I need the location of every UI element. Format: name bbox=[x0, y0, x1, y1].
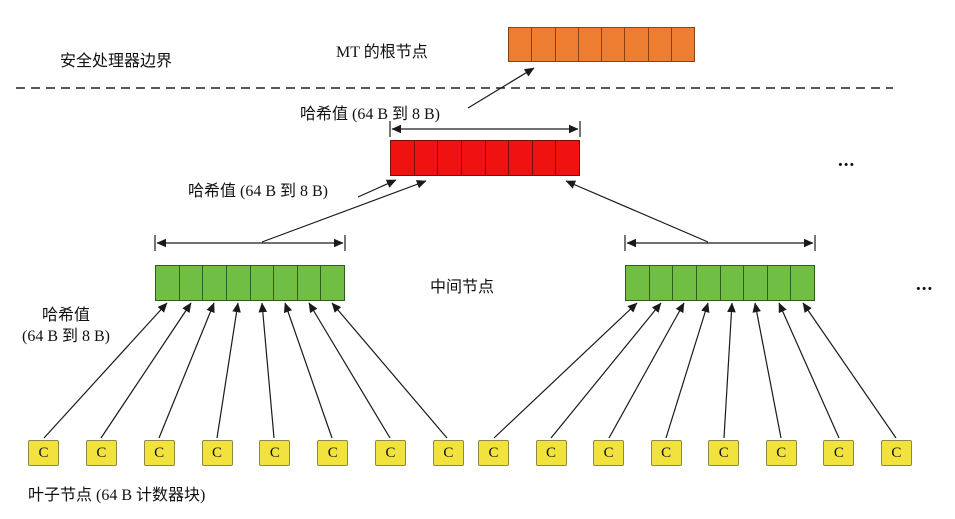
bar-cell bbox=[791, 266, 814, 300]
counter-block: C bbox=[593, 440, 625, 466]
mt-root-node-label: MT 的根节点 bbox=[336, 44, 428, 61]
hash-value-left-line1: 哈希值 bbox=[41, 307, 90, 324]
intermediate-node-bar-right bbox=[625, 265, 815, 301]
bar-cell bbox=[298, 266, 322, 300]
green-left-width-arrow bbox=[154, 235, 346, 251]
bar-cell bbox=[579, 28, 602, 61]
bar-cell bbox=[697, 266, 721, 300]
counter-block: C bbox=[650, 440, 682, 466]
bar-cell bbox=[672, 28, 694, 61]
bar-cell bbox=[650, 266, 674, 300]
bar-cell bbox=[626, 266, 650, 300]
bar-cell bbox=[744, 266, 768, 300]
fan-arrows-left bbox=[43, 302, 448, 439]
bar-cell bbox=[602, 28, 626, 61]
hash-value-top-label: 哈希值 (64 B 到 8 B) bbox=[300, 106, 441, 123]
bar-cell bbox=[721, 266, 745, 300]
bar-cell bbox=[391, 141, 415, 175]
red-bar-width-arrow bbox=[389, 121, 581, 137]
counter-block: C bbox=[201, 440, 233, 466]
bar-cell bbox=[438, 141, 462, 175]
bar-cell bbox=[509, 28, 533, 61]
counter-block: C bbox=[259, 440, 291, 466]
bar-cell bbox=[415, 141, 439, 175]
counter-block: C bbox=[880, 440, 912, 466]
intermediate-node-bar-left bbox=[155, 265, 345, 301]
ellipsis-intermediate-level: ... bbox=[916, 274, 934, 295]
counter-block: C bbox=[375, 440, 407, 466]
counter-block: C bbox=[143, 440, 175, 466]
fan-arrows-right bbox=[493, 302, 897, 439]
counter-block: C bbox=[478, 440, 509, 466]
secure-processor-boundary-label: 安全处理器边界 bbox=[60, 53, 173, 70]
counter-block: C bbox=[708, 440, 740, 466]
bar-cell bbox=[227, 266, 251, 300]
intermediate-node-label: 中间节点 bbox=[430, 279, 495, 296]
hash-to-red-arrow bbox=[357, 179, 397, 198]
green-to-red-arrows bbox=[261, 180, 709, 243]
hash-value-left-line2: (64 B 到 8 B) bbox=[21, 327, 110, 345]
ellipsis-hash-level: ... bbox=[838, 150, 856, 171]
hash-to-root-arrow bbox=[467, 67, 535, 109]
green-right-width-arrow bbox=[624, 235, 816, 251]
counter-block: C bbox=[28, 440, 59, 466]
bar-cell bbox=[274, 266, 298, 300]
bar-cell bbox=[532, 28, 556, 61]
bar-cell bbox=[768, 266, 792, 300]
bar-cell bbox=[649, 28, 672, 61]
counter-block: C bbox=[317, 440, 349, 466]
counter-block: C bbox=[535, 440, 567, 466]
bar-cell bbox=[203, 266, 227, 300]
bar-cell bbox=[462, 141, 486, 175]
bar-cell bbox=[321, 266, 344, 300]
mt-root-node-bar bbox=[508, 27, 695, 62]
leaf-node-label: 叶子节点 (64 B 计数器块) bbox=[28, 487, 206, 504]
bar-cell bbox=[533, 141, 557, 175]
bar-cell bbox=[486, 141, 510, 175]
bar-cell bbox=[156, 266, 180, 300]
hash-value-left-label: 哈希值 (64 B 到 8 B) bbox=[12, 306, 120, 348]
counter-block: C bbox=[765, 440, 797, 466]
bar-cell bbox=[556, 28, 579, 61]
bar-cell bbox=[556, 141, 579, 175]
hash-value-mid-label: 哈希值 (64 B 到 8 B) bbox=[188, 183, 329, 200]
bar-cell bbox=[673, 266, 697, 300]
bar-cell bbox=[509, 141, 533, 175]
bar-cell bbox=[625, 28, 649, 61]
counter-block: C bbox=[85, 440, 117, 466]
counter-block: C bbox=[432, 440, 464, 466]
bar-cell bbox=[251, 266, 275, 300]
bar-cell bbox=[180, 266, 204, 300]
counter-block: C bbox=[823, 440, 855, 466]
hash-node-bar bbox=[390, 140, 580, 176]
